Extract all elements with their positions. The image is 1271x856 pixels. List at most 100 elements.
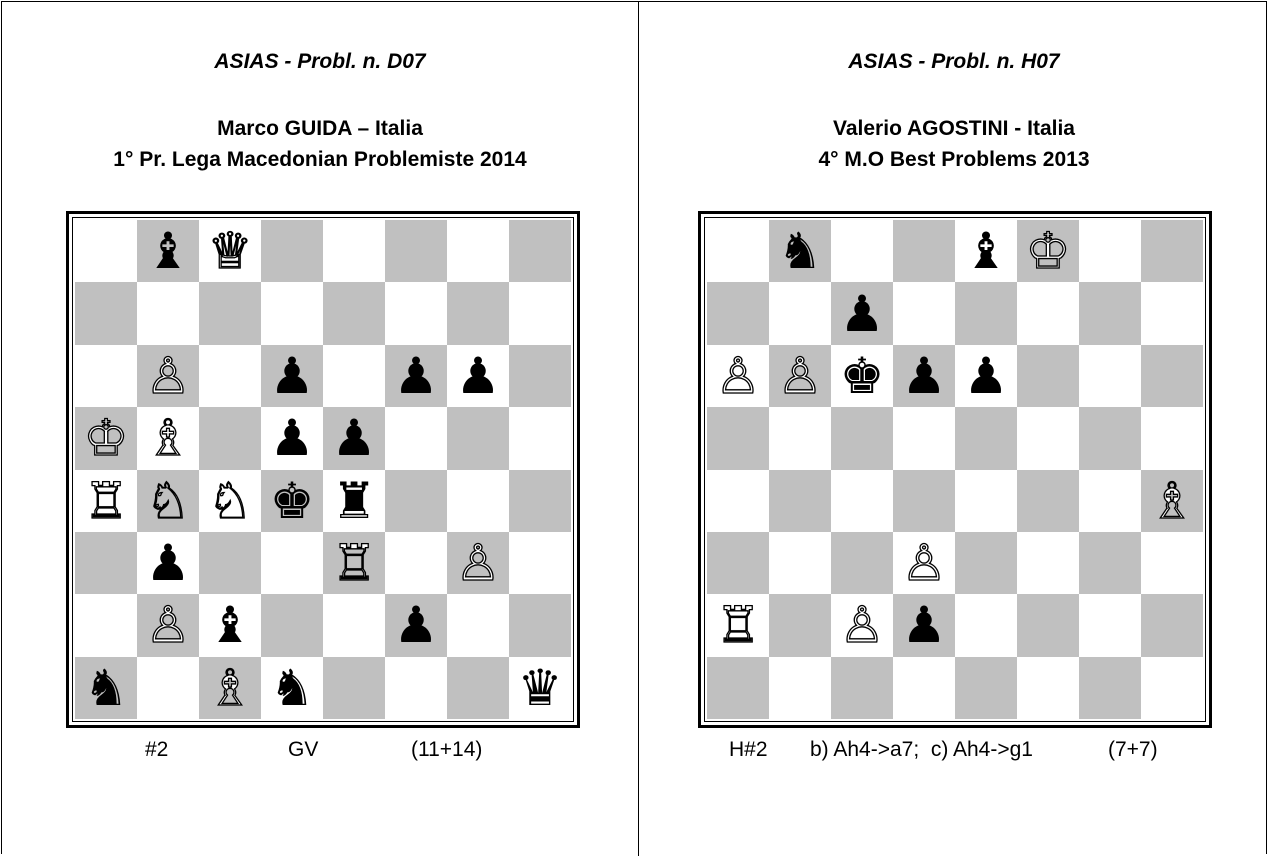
- square-f2: [1017, 594, 1079, 656]
- square-a5: ♔: [75, 407, 137, 469]
- square-c6: [199, 345, 261, 407]
- square-f1: [1017, 657, 1079, 719]
- square-h1: [1141, 657, 1203, 719]
- square-c5: [199, 407, 261, 469]
- black-pawn-icon: ♟: [332, 413, 377, 463]
- square-e8: [323, 220, 385, 282]
- square-b2: ♙: [137, 594, 199, 656]
- white-bishop-icon: ♗: [146, 413, 191, 463]
- square-f6: [1017, 345, 1079, 407]
- square-b8: ♝: [137, 220, 199, 282]
- square-e8: ♝: [955, 220, 1017, 282]
- square-b3: ♟: [137, 532, 199, 594]
- square-g6: ♟: [447, 345, 509, 407]
- square-a2: ♖: [707, 594, 769, 656]
- white-pawn-icon: ♙: [456, 538, 501, 588]
- square-c8: ♕: [199, 220, 261, 282]
- square-b6: ♙: [769, 345, 831, 407]
- square-h5: [1141, 407, 1203, 469]
- square-e2: [955, 594, 1017, 656]
- square-d1: [893, 657, 955, 719]
- chess-diagram: ♝♕♙♟♟♟♔♗♟♟♖♘♘♚♜♟♖♙♙♝♟♞♗♞♛: [66, 211, 580, 728]
- black-bishop-icon: ♝: [964, 226, 1009, 276]
- square-h7: [509, 282, 571, 344]
- square-h4: [509, 470, 571, 532]
- square-f8: [385, 220, 447, 282]
- white-rook-icon: ♖: [332, 538, 377, 588]
- square-f7: [1017, 282, 1079, 344]
- square-f7: [385, 282, 447, 344]
- square-e6: ♟: [955, 345, 1017, 407]
- white-rook-icon: ♖: [84, 476, 129, 526]
- square-d8: [261, 220, 323, 282]
- square-h2: [509, 594, 571, 656]
- square-c6: ♚: [831, 345, 893, 407]
- square-f8: ♔: [1017, 220, 1079, 282]
- square-d5: ♟: [261, 407, 323, 469]
- white-knight-icon: ♘: [208, 476, 253, 526]
- square-g8: [1079, 220, 1141, 282]
- square-c2: ♙: [831, 594, 893, 656]
- square-c8: [831, 220, 893, 282]
- black-bishop-icon: ♝: [146, 226, 191, 276]
- square-a7: [75, 282, 137, 344]
- white-knight-icon: ♘: [146, 476, 191, 526]
- twin-conditions: b) Ah4->a7; c) Ah4->g1: [810, 738, 1033, 762]
- black-pawn-icon: ♟: [964, 351, 1009, 401]
- square-g3: [1079, 532, 1141, 594]
- white-pawn-icon: ♙: [778, 351, 823, 401]
- square-a6: [75, 345, 137, 407]
- square-d5: [893, 407, 955, 469]
- square-b4: ♘: [137, 470, 199, 532]
- square-d6: ♟: [893, 345, 955, 407]
- square-b7: [137, 282, 199, 344]
- square-d7: [261, 282, 323, 344]
- square-e7: [323, 282, 385, 344]
- board-grid: ♝♕♙♟♟♟♔♗♟♟♖♘♘♚♜♟♖♙♙♝♟♞♗♞♛: [75, 220, 571, 719]
- genre-label: GV: [288, 738, 318, 762]
- square-a7: [707, 282, 769, 344]
- square-h6: [1141, 345, 1203, 407]
- square-g7: [447, 282, 509, 344]
- square-b4: [769, 470, 831, 532]
- square-c7: [199, 282, 261, 344]
- square-f3: [1017, 532, 1079, 594]
- square-f5: [1017, 407, 1079, 469]
- black-rook-icon: ♜: [332, 476, 377, 526]
- square-c7: ♟: [831, 282, 893, 344]
- white-pawn-icon: ♙: [146, 351, 191, 401]
- square-g6: [1079, 345, 1141, 407]
- square-g4: [1079, 470, 1141, 532]
- square-a5: [707, 407, 769, 469]
- square-c5: [831, 407, 893, 469]
- square-g1: [447, 657, 509, 719]
- square-h7: [1141, 282, 1203, 344]
- square-h2: [1141, 594, 1203, 656]
- square-h6: [509, 345, 571, 407]
- white-bishop-icon: ♗: [208, 663, 253, 713]
- square-a3: [707, 532, 769, 594]
- square-d4: ♚: [261, 470, 323, 532]
- square-h8: [1141, 220, 1203, 282]
- square-b8: ♞: [769, 220, 831, 282]
- square-e2: [323, 594, 385, 656]
- square-a1: ♞: [75, 657, 137, 719]
- square-d1: ♞: [261, 657, 323, 719]
- square-d4: [893, 470, 955, 532]
- square-d6: ♟: [261, 345, 323, 407]
- square-b6: ♙: [137, 345, 199, 407]
- square-a2: [75, 594, 137, 656]
- square-f4: [1017, 470, 1079, 532]
- square-a4: [707, 470, 769, 532]
- white-pawn-icon: ♙: [840, 600, 885, 650]
- square-e5: ♟: [323, 407, 385, 469]
- black-pawn-icon: ♟: [394, 600, 439, 650]
- square-b1: [769, 657, 831, 719]
- white-bishop-icon: ♗: [1150, 476, 1195, 526]
- square-a8: [75, 220, 137, 282]
- square-b5: [769, 407, 831, 469]
- square-d8: [893, 220, 955, 282]
- square-c3: [831, 532, 893, 594]
- square-h3: [1141, 532, 1203, 594]
- problem-h07-panel: ASIAS - Probl. n. H07 Valerio AGOSTINI -…: [639, 0, 1269, 856]
